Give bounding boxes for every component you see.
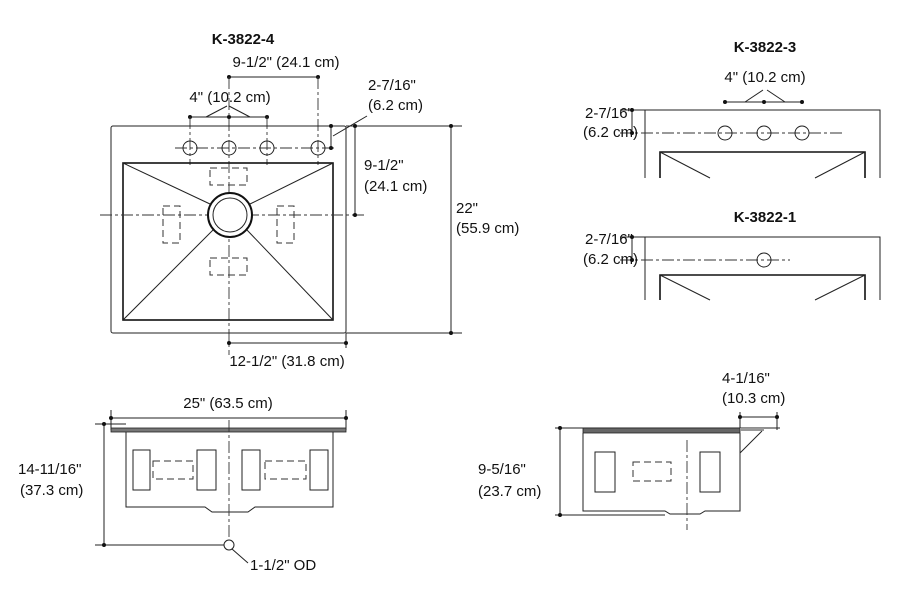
height-cm: (23.7 cm)	[478, 483, 541, 500]
height-cm: (37.3 cm)	[20, 482, 83, 499]
faucet-spacing-label: 4" (10.2 cm)	[189, 89, 270, 106]
drain-outlet-icon	[223, 539, 235, 551]
hole-setback-cm: (6.2 cm)	[368, 97, 423, 114]
variant-k3822-1: K-3822-1 2-7/16" (6.2 cm)	[583, 209, 881, 301]
model-title-k3822-4: K-3822-4	[212, 31, 275, 48]
top-view: K-3822-4 9-1/2" (24.1 cm) 4" (10.2 cm)	[100, 31, 519, 370]
setback-in: 2-7/16"	[585, 105, 633, 122]
drain-icon	[207, 192, 253, 238]
variant-k3822-3: K-3822-3 4" (10.2 cm) 2-7/16" (6.2 cm)	[583, 39, 881, 179]
front-view: 25" (63.5 cm) 14-11/16" (37.3 cm) 1-1/2"…	[18, 395, 348, 574]
basin-outline	[122, 162, 334, 321]
overhang-cm: (10.3 cm)	[722, 390, 785, 407]
depth-in: 22"	[456, 200, 478, 217]
overhang-in: 4-1/16"	[722, 370, 770, 387]
model-title-k3822-1: K-3822-1	[734, 209, 797, 226]
setback-cm: (6.2 cm)	[583, 124, 638, 141]
hole-setback-in: 2-7/16"	[368, 77, 416, 94]
drain-side-offset: 12-1/2" (31.8 cm)	[229, 353, 344, 370]
drain-offset-in: 9-1/2"	[364, 157, 404, 174]
depth-cm: (55.9 cm)	[456, 220, 519, 237]
side-view: 4-1/16" (10.3 cm) 9-5/16" (23.7 cm)	[478, 370, 785, 530]
faucet-holes	[182, 140, 326, 156]
height-in: 9-5/16"	[478, 461, 526, 478]
setback-in: 2-7/16"	[585, 231, 633, 248]
sink-deck-outline	[110, 125, 347, 334]
height-in: 14-11/16"	[18, 461, 81, 478]
faucet-spread-label: 9-1/2" (24.1 cm)	[232, 54, 339, 71]
drain-od-label: 1-1/2" OD	[250, 557, 316, 574]
setback-cm: (6.2 cm)	[583, 251, 638, 268]
model-title-k3822-3: K-3822-3	[734, 39, 797, 56]
width-label: 25" (63.5 cm)	[183, 395, 273, 412]
drain-offset-cm: (24.1 cm)	[364, 178, 427, 195]
spacing-label: 4" (10.2 cm)	[724, 69, 805, 86]
